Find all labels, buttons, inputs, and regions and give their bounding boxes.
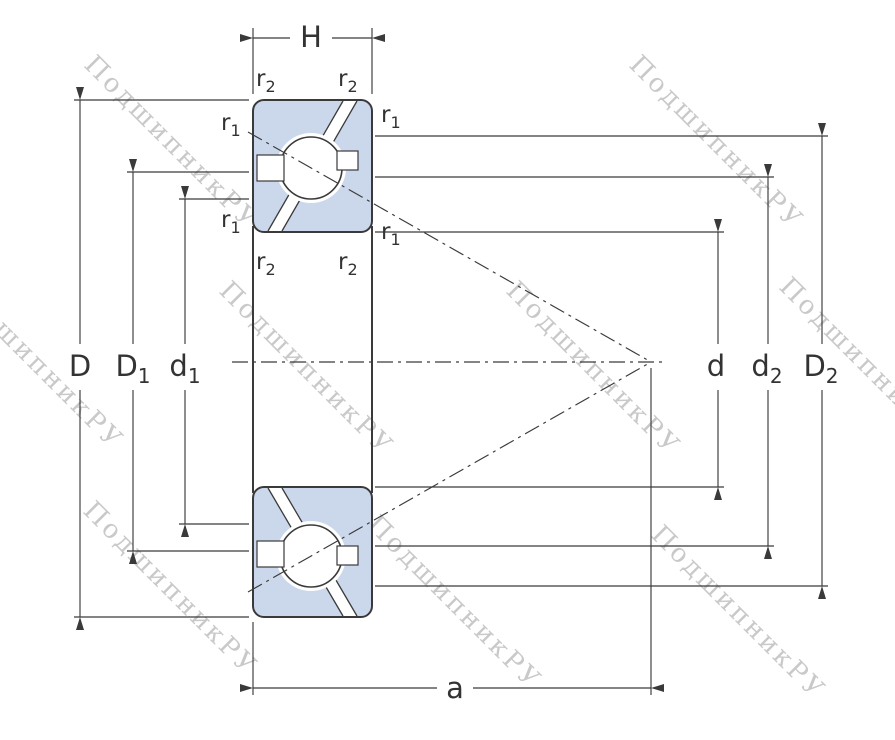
cage-left-bottom: [256, 540, 285, 568]
watermark-text: ПодшипникРУ: [0, 270, 129, 456]
watermark-text: ПодшипникРУ: [500, 276, 686, 462]
label-d1: d1: [169, 349, 200, 388]
label-r1-upper-left: r1: [221, 110, 241, 140]
label-r2-bottom-right: r2: [338, 249, 358, 279]
dim-D2: D2: [375, 123, 839, 599]
dim-d2: d2: [375, 164, 783, 559]
cage-right-bottom: [336, 545, 359, 566]
label-H: H: [300, 20, 322, 54]
contact-line-top: [247, 131, 652, 363]
watermark-text: ПодшипникРУ: [361, 510, 547, 696]
watermark-text: ПодшипникРУ: [78, 50, 264, 236]
label-d2: d2: [751, 349, 782, 388]
dim-a: a: [240, 368, 664, 705]
label-r1-upper-right: r1: [381, 102, 401, 132]
dim-d: d: [375, 219, 725, 500]
label-D: D: [69, 349, 91, 383]
label-r1-lower-left: r1: [221, 207, 241, 237]
watermark-text: ПодшипникРУ: [645, 520, 831, 706]
label-r2-top-left: r2: [256, 66, 276, 96]
dim-D1: D1: [115, 159, 249, 564]
label-r2-top-right: r2: [338, 66, 358, 96]
label-r2-bottom-left: r2: [256, 249, 276, 279]
label-d: d: [707, 349, 725, 383]
cage-left-top: [256, 154, 285, 182]
dim-d1: d1: [169, 186, 249, 537]
bearing-section-top: [252, 99, 373, 233]
dim-H: H: [240, 20, 385, 94]
centerlines: [232, 131, 662, 593]
label-D2: D2: [803, 349, 838, 388]
label-D1: D1: [115, 349, 150, 388]
dim-D: D: [69, 87, 249, 630]
bearing-cross-section: [252, 99, 373, 618]
chamfer-labels: r2 r2 r1 r1 r1 r1 r2 r2: [221, 66, 401, 279]
bearing-section-bottom: [252, 486, 373, 618]
label-r1-lower-right: r1: [381, 219, 401, 249]
contact-line-bottom: [247, 361, 652, 593]
label-a: a: [446, 671, 464, 705]
watermark-text: ПодшипникРУ: [623, 50, 809, 236]
cage-right-top: [336, 150, 359, 171]
